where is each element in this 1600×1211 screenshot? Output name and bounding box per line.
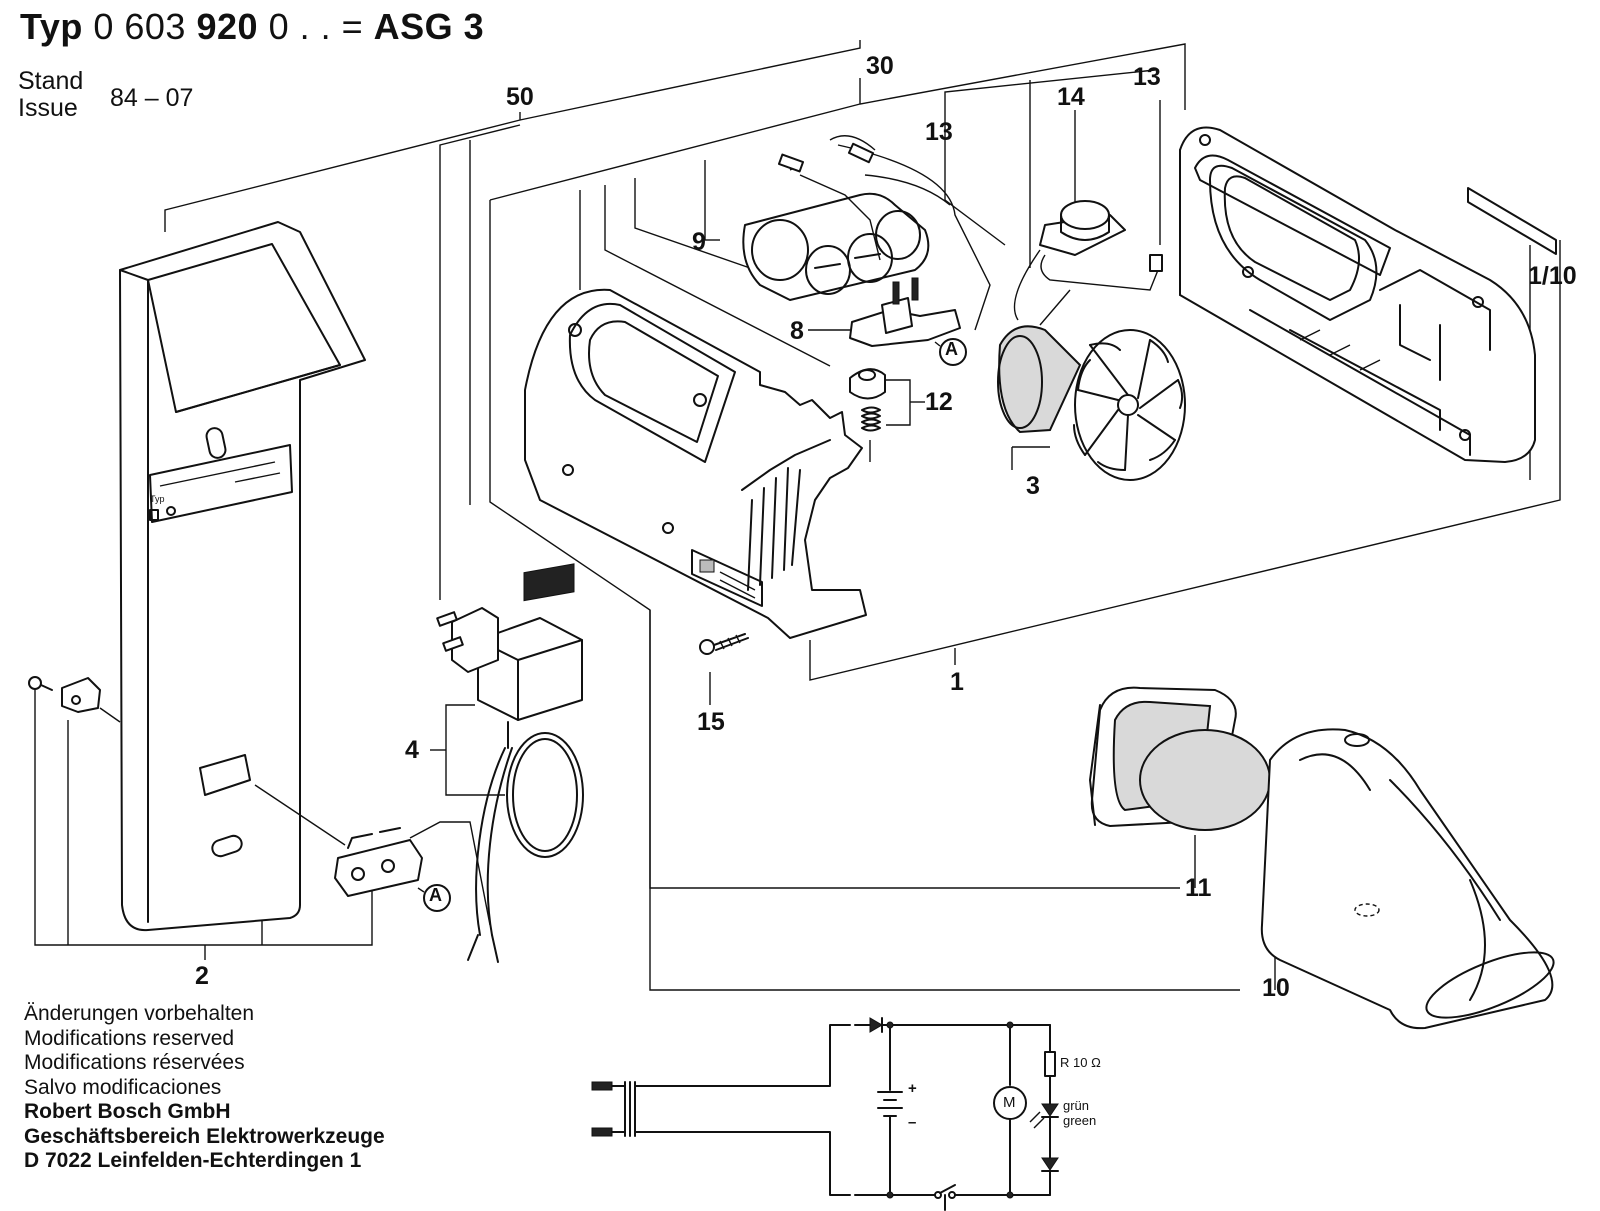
callout-12: 12 [925, 388, 953, 416]
battery-minus: – [908, 1114, 917, 1131]
footer-line-fr: Modifications réservées [24, 1051, 245, 1074]
leader-2 [34, 680, 373, 946]
leader-9-rib [634, 178, 751, 269]
callout-9: 9 [692, 228, 706, 256]
leader-50-top [519, 40, 861, 121]
callout-1: 1 [950, 668, 964, 696]
housing-part-1 [524, 288, 867, 639]
led-label-de: grün [1063, 1098, 1090, 1113]
wiring-schematic [591, 1017, 1059, 1211]
stand-issue-labels: Stand Issue [18, 68, 83, 122]
callout-13-right: 13 [1133, 63, 1161, 91]
callout-10: 10 [1262, 974, 1290, 1002]
typ-plate-label: Typ [150, 494, 165, 504]
footer-line-es: Salvo modificaciones [24, 1075, 222, 1099]
footer-company: Robert Bosch GmbH [24, 1100, 231, 1123]
callout-8: 8 [790, 317, 804, 345]
marker-a-bottom-label: A [429, 885, 442, 905]
marker-a-top [934, 338, 967, 366]
callout-13-left: 13 [925, 118, 953, 146]
led-diode [1041, 1103, 1059, 1117]
callout-15: 15 [697, 708, 725, 736]
motor-label: M [1003, 1094, 1016, 1111]
contact-spring-part-12 [849, 368, 886, 462]
issue-date: 84 – 07 [110, 84, 194, 112]
callout-14: 14 [1057, 83, 1085, 111]
callout-50: 50 [506, 83, 534, 111]
screw-part-15 [699, 633, 749, 655]
leader-4 [445, 704, 505, 796]
wall-holder-part-2 [119, 221, 366, 932]
wall-clip [28, 676, 121, 723]
typ-number-suffix: 0 . . = [268, 6, 364, 47]
rectifier-diode [869, 1017, 883, 1033]
footer-notes: Änderungen vorbehalten Modifications res… [24, 1002, 385, 1174]
typ-label: Typ [20, 6, 83, 47]
callout-11: 11 [1185, 874, 1212, 902]
leader-30-bracket [489, 43, 1186, 201]
transformer-pin-bottom [591, 1127, 613, 1137]
charging-socket [254, 784, 491, 926]
resistor [1044, 1051, 1056, 1077]
stand-label: Stand [18, 67, 84, 95]
footer-line-en: Modifications reserved [24, 1026, 235, 1050]
leader-50-wall-bracket [164, 112, 521, 232]
marker-a-top-label: A [945, 339, 958, 359]
callout-2: 2 [195, 962, 209, 990]
callout-3: 3 [1026, 472, 1040, 500]
leader-1 [809, 240, 1561, 681]
charger-part-4 [436, 563, 584, 963]
callout-1-10: 1/10 [1528, 262, 1577, 290]
issue-label: Issue [18, 94, 78, 122]
leader-50-charger [439, 124, 521, 600]
filter-part-11 [1089, 686, 1271, 831]
document-type-number: Typ 0 603 920 0 . . = ASG 3 [20, 6, 484, 48]
switch-part-14 [1013, 200, 1163, 321]
leader-12-bracket [604, 185, 831, 367]
leader-13a [944, 155, 1006, 246]
nozzle-part-10 [1260, 728, 1555, 1030]
led-label-en: green [1063, 1113, 1097, 1128]
battery-plus: + [908, 1080, 917, 1097]
marker-a-bottom [417, 884, 451, 912]
terminal-plate-part-8 [849, 277, 961, 347]
motor-fan-part-3 [997, 289, 1186, 481]
resistor-label: R 10 Ω [1060, 1055, 1101, 1070]
typ-number-prefix: 0 603 [93, 6, 186, 47]
base-housing-part-1-10 [1179, 126, 1557, 463]
callout-4: 4 [405, 736, 419, 764]
diode-bottom [1041, 1157, 1059, 1171]
leader-10 [649, 610, 1240, 991]
model-name: ASG 3 [373, 6, 485, 47]
transformer-pin-top [591, 1081, 613, 1091]
footer-division: Geschäftsbereich Elektrowerkzeuge [24, 1124, 385, 1148]
leader-lines [34, 40, 1561, 991]
callout-30: 30 [866, 52, 894, 80]
leader-12 [886, 379, 911, 426]
footer-address: D 7022 Leinfelden-Echterdingen 1 [24, 1149, 362, 1172]
leader-13-top [944, 69, 1156, 155]
typ-number-mid: 920 [196, 6, 259, 47]
battery-pack-part-9 [742, 135, 991, 331]
footer-line-de: Änderungen vorbehalten [24, 1002, 255, 1025]
